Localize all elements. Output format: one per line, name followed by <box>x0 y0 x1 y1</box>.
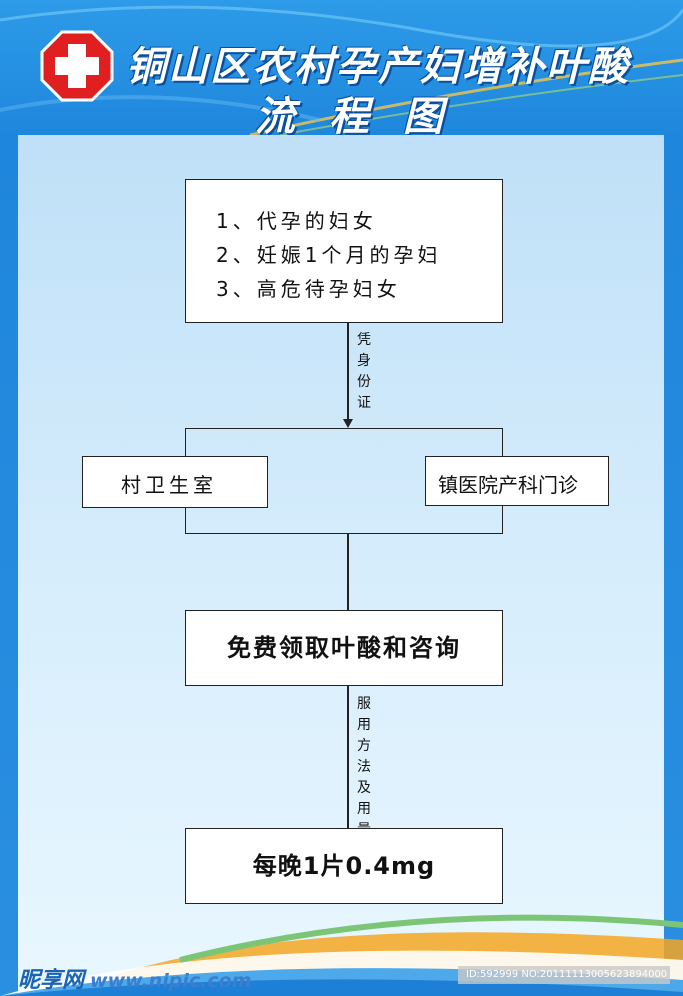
page-title-line2: 流程图 <box>255 94 477 140</box>
village-clinic-box: 村卫生室 <box>82 456 268 508</box>
receive-folic-acid-box: 免费领取叶酸和咨询 <box>185 610 503 686</box>
page-title-line1: 铜山区农村孕产妇增补叶酸 <box>126 44 630 90</box>
connector-line <box>347 686 349 828</box>
eligible-item: 2、妊娠1个月的孕妇 <box>216 243 442 267</box>
watermark-brand-name: 昵享网 <box>18 968 85 993</box>
eligible-population-box: 1、代孕的妇女 2、妊娠1个月的孕妇 3、高危待孕妇女 <box>185 179 503 323</box>
eligible-item: 3、高危待孕妇女 <box>216 277 401 301</box>
header: 铜山区农村孕产妇增补叶酸 流程图 <box>0 0 683 140</box>
arrow-down-icon <box>343 419 353 428</box>
header-wave-decoration <box>0 5 683 135</box>
watermark-url: www.nipic.com <box>90 970 252 992</box>
watermark-id: ID:592999 NO:20111113005623894000 <box>458 966 670 984</box>
red-cross-logo <box>40 30 114 102</box>
town-hospital-box: 镇医院产科门诊 <box>425 456 609 506</box>
connector-line <box>347 534 349 610</box>
step-label-usage: 服 用 方 法 及 用 量 <box>357 696 371 838</box>
eligible-item: 1、代孕的妇女 <box>216 209 377 233</box>
step-label-id-card: 凭 身 份 证 <box>357 332 371 411</box>
connector-line <box>347 323 349 419</box>
dosage-box: 每晚1片0.4mg <box>185 828 503 904</box>
